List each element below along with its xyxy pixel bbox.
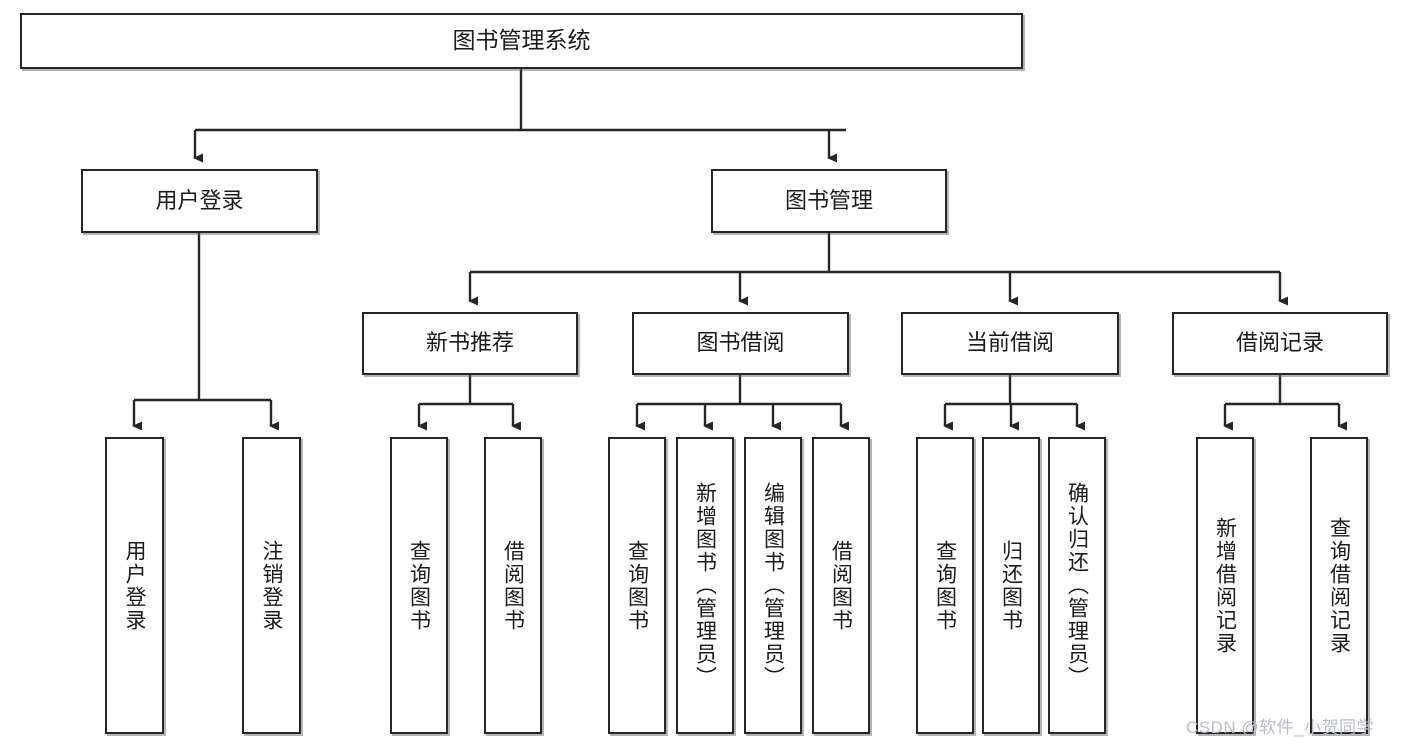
node-borrow-record[interactable]: 借阅记录	[1172, 312, 1388, 375]
node-leaf-query-book-1[interactable]: 查询图书	[390, 437, 448, 734]
node-book-manage-label: 图书管理	[784, 187, 873, 213]
node-leaf-borrow-book-2-label: 借阅图书	[829, 539, 853, 632]
node-new-book-rec-label: 新书推荐	[425, 330, 514, 356]
node-leaf-borrow-book-2[interactable]: 借阅图书	[812, 437, 870, 734]
node-leaf-borrow-book-1[interactable]: 借阅图书	[484, 437, 542, 734]
node-new-book-rec[interactable]: 新书推荐	[362, 312, 578, 375]
node-leaf-query-book-2[interactable]: 查询图书	[608, 437, 666, 734]
node-leaf-edit-book-label: 编辑图书（管理员）	[761, 482, 785, 689]
node-leaf-edit-book[interactable]: 编辑图书（管理员）	[744, 437, 802, 734]
node-leaf-query-record-label: 查询借阅记录	[1327, 516, 1351, 655]
node-leaf-logout-label: 注销登录	[260, 539, 284, 632]
node-borrow-record-label: 借阅记录	[1235, 330, 1324, 356]
node-root-label: 图书管理系统	[452, 27, 591, 54]
node-leaf-confirm-return-label: 确认归还（管理员）	[1065, 482, 1089, 689]
node-current-borrow-label: 当前借阅	[965, 330, 1054, 356]
node-leaf-borrow-book-1-label: 借阅图书	[501, 539, 525, 632]
node-leaf-user-login[interactable]: 用户登录	[105, 437, 164, 734]
node-user-login[interactable]: 用户登录	[81, 169, 318, 233]
node-leaf-return-book-label: 归还图书	[999, 539, 1023, 632]
node-leaf-query-book-3-label: 查询图书	[933, 539, 957, 632]
node-leaf-query-book-1-label: 查询图书	[407, 539, 431, 632]
node-leaf-query-book-2-label: 查询图书	[625, 539, 649, 632]
node-leaf-confirm-return[interactable]: 确认归还（管理员）	[1048, 437, 1106, 734]
csdn-watermark: CSDN @软件_小贺同学	[1186, 718, 1375, 737]
node-leaf-user-login-label: 用户登录	[123, 539, 147, 632]
node-current-borrow[interactable]: 当前借阅	[901, 312, 1119, 375]
node-leaf-logout[interactable]: 注销登录	[242, 437, 301, 734]
node-book-manage[interactable]: 图书管理	[711, 169, 947, 233]
node-user-login-label: 用户登录	[155, 187, 244, 213]
node-leaf-query-book-3[interactable]: 查询图书	[916, 437, 974, 734]
node-root[interactable]: 图书管理系统	[20, 13, 1023, 69]
node-leaf-return-book[interactable]: 归还图书	[982, 437, 1040, 734]
node-leaf-add-record[interactable]: 新增借阅记录	[1196, 437, 1254, 734]
node-book-borrow[interactable]: 图书借阅	[632, 312, 849, 375]
node-leaf-add-book-label: 新增图书（管理员）	[693, 482, 717, 689]
node-book-borrow-label: 图书借阅	[696, 330, 785, 356]
node-leaf-add-record-label: 新增借阅记录	[1213, 516, 1237, 655]
node-leaf-add-book[interactable]: 新增图书（管理员）	[676, 437, 734, 734]
node-leaf-query-record[interactable]: 查询借阅记录	[1310, 437, 1368, 734]
